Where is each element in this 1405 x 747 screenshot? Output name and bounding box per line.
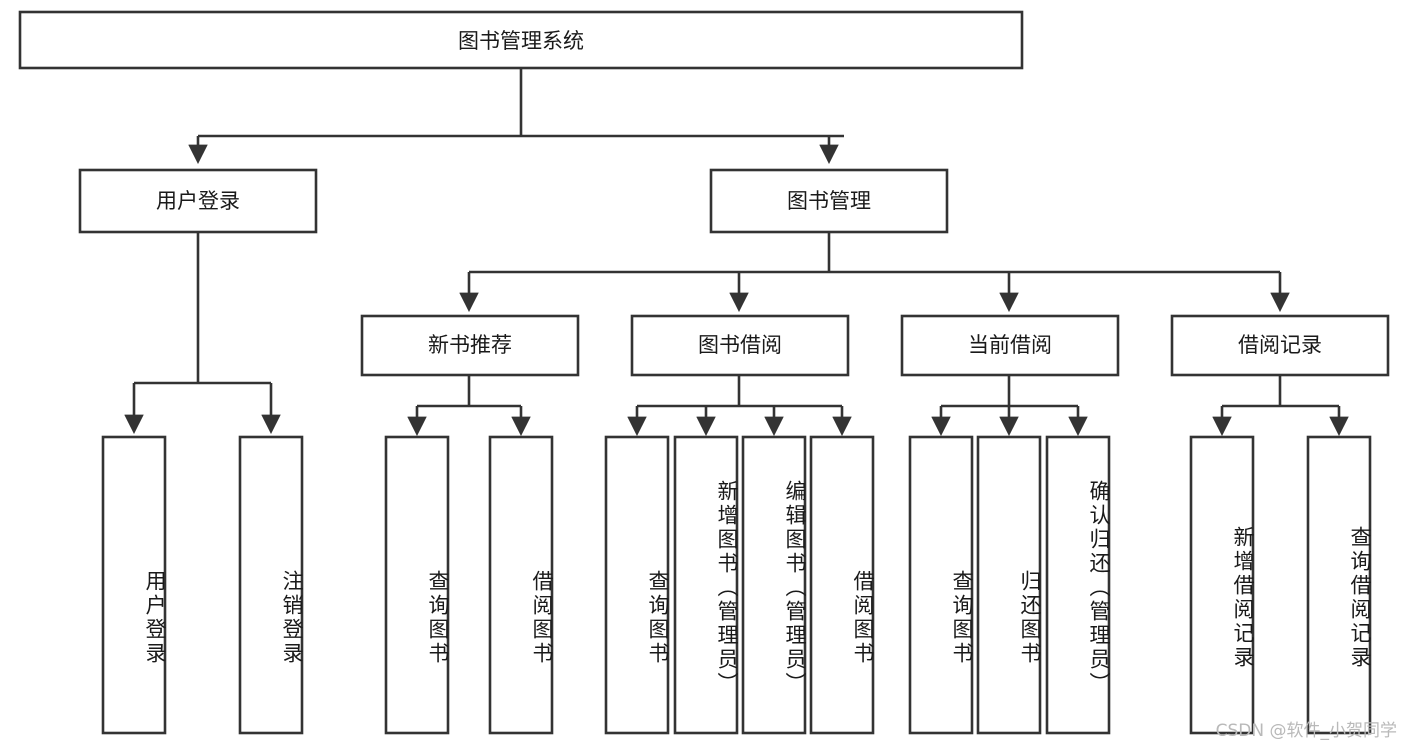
watermark: CSDN @软件_小贺同学 — [1215, 721, 1397, 741]
connector-root-to-level2 — [188, 68, 844, 165]
connector-record-to-leaves — [1212, 375, 1349, 437]
connector-user-login-to-leaves — [124, 232, 281, 435]
node-user-login-label: 用户登录 — [156, 189, 240, 213]
node-book-borrow-label: 图书借阅 — [698, 333, 782, 357]
node-root[interactable]: 图书管理系统 — [18, 10, 1024, 70]
connector-current-to-leaves — [931, 375, 1088, 437]
leaf-box-borrow-3[interactable] — [809, 435, 875, 735]
leaf-box-recommend-0[interactable] — [384, 435, 450, 735]
node-book-borrow[interactable]: 图书借阅 — [630, 314, 850, 377]
leaf-box-current-2[interactable] — [1045, 435, 1111, 735]
leaf-box-borrow-1[interactable] — [673, 435, 739, 735]
node-borrow-record-label: 借阅记录 — [1238, 333, 1322, 357]
node-book-manage[interactable]: 图书管理 — [709, 168, 949, 234]
connector-borrow-to-leaves — [627, 375, 852, 437]
leaf-box-current-1[interactable] — [976, 435, 1042, 735]
connector-book-manage-to-level3 — [459, 232, 1290, 313]
node-user-login[interactable]: 用户登录 — [78, 168, 318, 234]
node-new-book-recommend-label: 新书推荐 — [428, 333, 512, 357]
node-root-label: 图书管理系统 — [458, 29, 584, 53]
node-book-manage-label: 图书管理 — [787, 189, 871, 213]
leaf-box-user-login-1[interactable] — [238, 435, 304, 735]
leaf-box-record-1[interactable] — [1306, 435, 1372, 735]
leaf-box-borrow-2[interactable] — [741, 435, 807, 735]
node-current-borrow-label: 当前借阅 — [968, 333, 1052, 357]
node-current-borrow[interactable]: 当前借阅 — [900, 314, 1120, 377]
node-borrow-record[interactable]: 借阅记录 — [1170, 314, 1390, 377]
leaf-box-current-0[interactable] — [908, 435, 974, 735]
leaf-box-user-login-0[interactable] — [101, 435, 167, 735]
connector-recommend-to-leaves — [407, 375, 531, 437]
leaf-box-recommend-1[interactable] — [488, 435, 554, 735]
leaf-box-record-0[interactable] — [1189, 435, 1255, 735]
leaf-box-borrow-0[interactable] — [604, 435, 670, 735]
node-new-book-recommend[interactable]: 新书推荐 — [360, 314, 580, 377]
